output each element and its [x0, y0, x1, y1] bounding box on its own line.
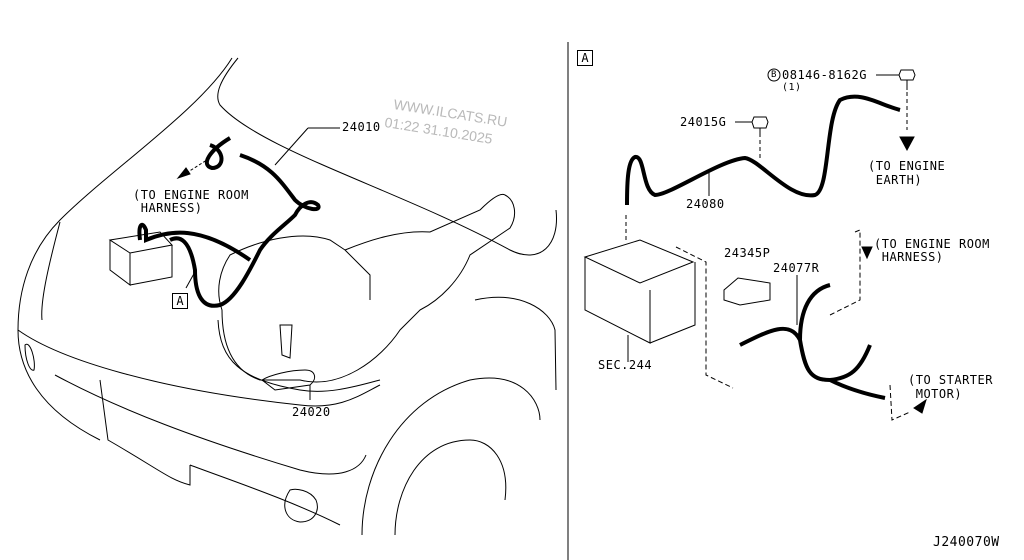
note-to-engine-room-left-2: HARNESS): [133, 201, 203, 215]
note-to-engine-room-right: (TO ENGINE ROOM: [874, 237, 990, 251]
part-label-24015G[interactable]: 24015G: [680, 115, 727, 129]
bolt-quantity: (1): [782, 82, 802, 93]
ref-sec-244[interactable]: SEC.244: [598, 358, 653, 372]
leader-A: [185, 269, 197, 289]
dashed-guide-3: [889, 384, 911, 421]
bolt-08146: [767, 68, 916, 130]
bolt-marker-B: B: [771, 70, 777, 80]
bolt-24015G: [735, 116, 769, 160]
note-to-engine-earth-2: EARTH): [868, 173, 923, 187]
arrow-to-engine-earth: [899, 136, 915, 152]
part-label-24077R[interactable]: 24077R: [773, 261, 820, 275]
vehicle-outline: [17, 57, 557, 536]
part-label-24010[interactable]: 24010: [342, 120, 381, 134]
sensor-24345P: [723, 277, 771, 306]
harness-24077R: [739, 283, 886, 400]
harness-24010: [137, 136, 321, 308]
battery-sec244: [583, 215, 696, 362]
note-to-starter-motor: (TO STARTER: [908, 373, 993, 387]
arrow-to-engine-room-right: [861, 246, 873, 260]
diagram-code: J240070W: [933, 535, 1000, 550]
part-label-24020[interactable]: 24020: [292, 405, 331, 419]
part-label-24080[interactable]: 24080: [686, 197, 725, 211]
dashed-guide-2: [829, 229, 861, 316]
leader-24010-b: [274, 127, 309, 166]
battery-left: [108, 231, 173, 286]
part-label-24345P[interactable]: 24345P: [724, 246, 771, 260]
cable-24080: [625, 94, 901, 206]
note-to-starter-motor-2: MOTOR): [908, 387, 963, 401]
arrow-to-starter: [913, 398, 927, 414]
detail-ref-A-left[interactable]: A: [172, 293, 188, 309]
note-to-engine-earth: (TO ENGINE: [868, 159, 946, 173]
note-to-engine-room-right-2: HARNESS): [874, 250, 944, 264]
dashed-guide: [675, 246, 734, 389]
arrow-to-engine-room-left: [176, 157, 211, 180]
engine-block: [218, 193, 516, 391]
note-to-engine-room-left: (TO ENGINE ROOM: [133, 188, 249, 202]
part-label-08146-8162G[interactable]: 08146-8162G: [782, 68, 867, 82]
detail-ref-A-right: A: [577, 50, 593, 66]
